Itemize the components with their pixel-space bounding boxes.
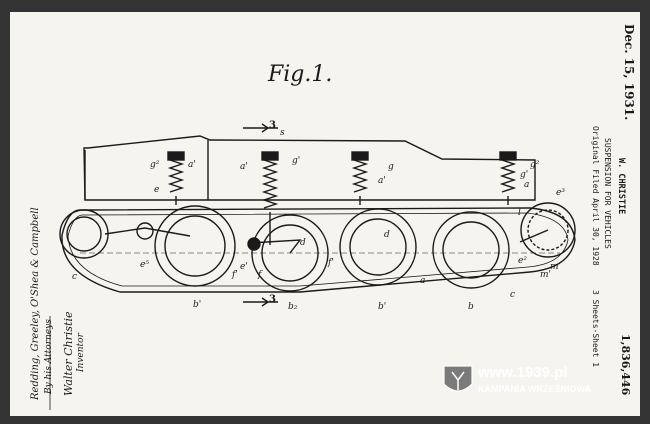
- ref-label: e: [154, 185, 160, 195]
- road-wheel-1: [154, 205, 236, 287]
- ref-label: b': [378, 302, 387, 312]
- ref-label: c: [510, 290, 516, 300]
- middle-link: [249, 239, 302, 254]
- ref-label: d: [384, 230, 390, 240]
- ref-label: f': [232, 270, 238, 280]
- patent-number: 1,836,446: [619, 334, 632, 396]
- spring-3: [351, 151, 369, 205]
- front-link: [104, 227, 191, 237]
- ref-label: a: [420, 276, 426, 286]
- ref-label: a': [378, 176, 386, 186]
- front-idler-inner: [66, 216, 102, 252]
- watermark-shield: [443, 365, 473, 392]
- middle-link-pivot: [247, 237, 261, 251]
- front-link-pivot: [136, 222, 154, 240]
- watermark-caption: KAMPANIA WRZEŚNIOWA: [478, 384, 591, 394]
- figure-title: Fig.1.: [268, 62, 333, 87]
- section-arrow-top: [243, 123, 278, 133]
- ref-label: e': [240, 262, 248, 272]
- ref-label: s: [280, 128, 285, 138]
- ref-label: c: [72, 272, 78, 282]
- road-wheel-4-inner: [442, 221, 500, 279]
- track: [61, 207, 576, 293]
- ref-label: f': [328, 258, 334, 268]
- inventor-name: W. CHRISTIE: [616, 158, 626, 215]
- ref-label: g': [520, 170, 529, 180]
- hull-outline: [83, 135, 536, 201]
- ref-label: g': [292, 156, 301, 166]
- rear-sprocket: [520, 202, 576, 258]
- eagle-icon: [451, 371, 465, 390]
- patent-filed: Original Filed April 30, 1928: [591, 126, 600, 266]
- watermark-site: www.1939.pl: [478, 364, 568, 381]
- signature-firm: Redding, Greeley, O'Shea & Campbell: [30, 207, 41, 400]
- patent-title: SUSPENSION FOR VEHICLES: [603, 138, 612, 249]
- ref-label: e³: [556, 188, 565, 198]
- spring-4: [499, 151, 517, 205]
- ref-label: l: [518, 208, 521, 218]
- ref-label: b₂: [288, 302, 298, 312]
- ref-label: d: [300, 238, 306, 248]
- ref-label: m': [540, 270, 552, 280]
- road-wheel-4: [432, 211, 510, 289]
- track-inner: [67, 212, 569, 287]
- ref-label: a': [188, 160, 196, 170]
- road-wheel-1-inner: [164, 215, 226, 277]
- signature-inventor: Walter Christie: [62, 311, 75, 396]
- section-mark-top: 3: [269, 120, 276, 131]
- patent-date: Dec. 15, 1931.: [622, 24, 636, 121]
- signature-inventor-label: Inventor: [76, 333, 86, 372]
- spring-1: [167, 151, 185, 205]
- ref-label: b': [193, 300, 202, 310]
- spring-2: [261, 151, 279, 245]
- ref-label: g: [388, 162, 394, 172]
- ref-label: g²: [150, 160, 160, 170]
- ref-label: f: [258, 270, 262, 280]
- ref-label: e⁵: [140, 260, 149, 270]
- ref-label: b: [468, 302, 474, 312]
- rear-sprocket-teeth: [527, 209, 569, 251]
- patent-sheets: 3 Sheets-Sheet 1: [591, 290, 600, 368]
- road-wheel-3: [339, 208, 417, 286]
- rear-link: [519, 229, 549, 243]
- ref-label: a: [524, 180, 530, 190]
- section-arrow-bottom: [243, 297, 278, 307]
- ref-label: m: [550, 262, 559, 272]
- ref-label: e²: [518, 256, 527, 266]
- vehicle-drawing: [49, 123, 576, 410]
- ref-label: a': [240, 162, 248, 172]
- section-mark-bottom: 3: [269, 294, 276, 305]
- ref-label: g²: [530, 160, 540, 170]
- road-wheel-3-inner: [349, 218, 407, 276]
- signature-attorneys-line: By his Attorneys: [44, 319, 54, 394]
